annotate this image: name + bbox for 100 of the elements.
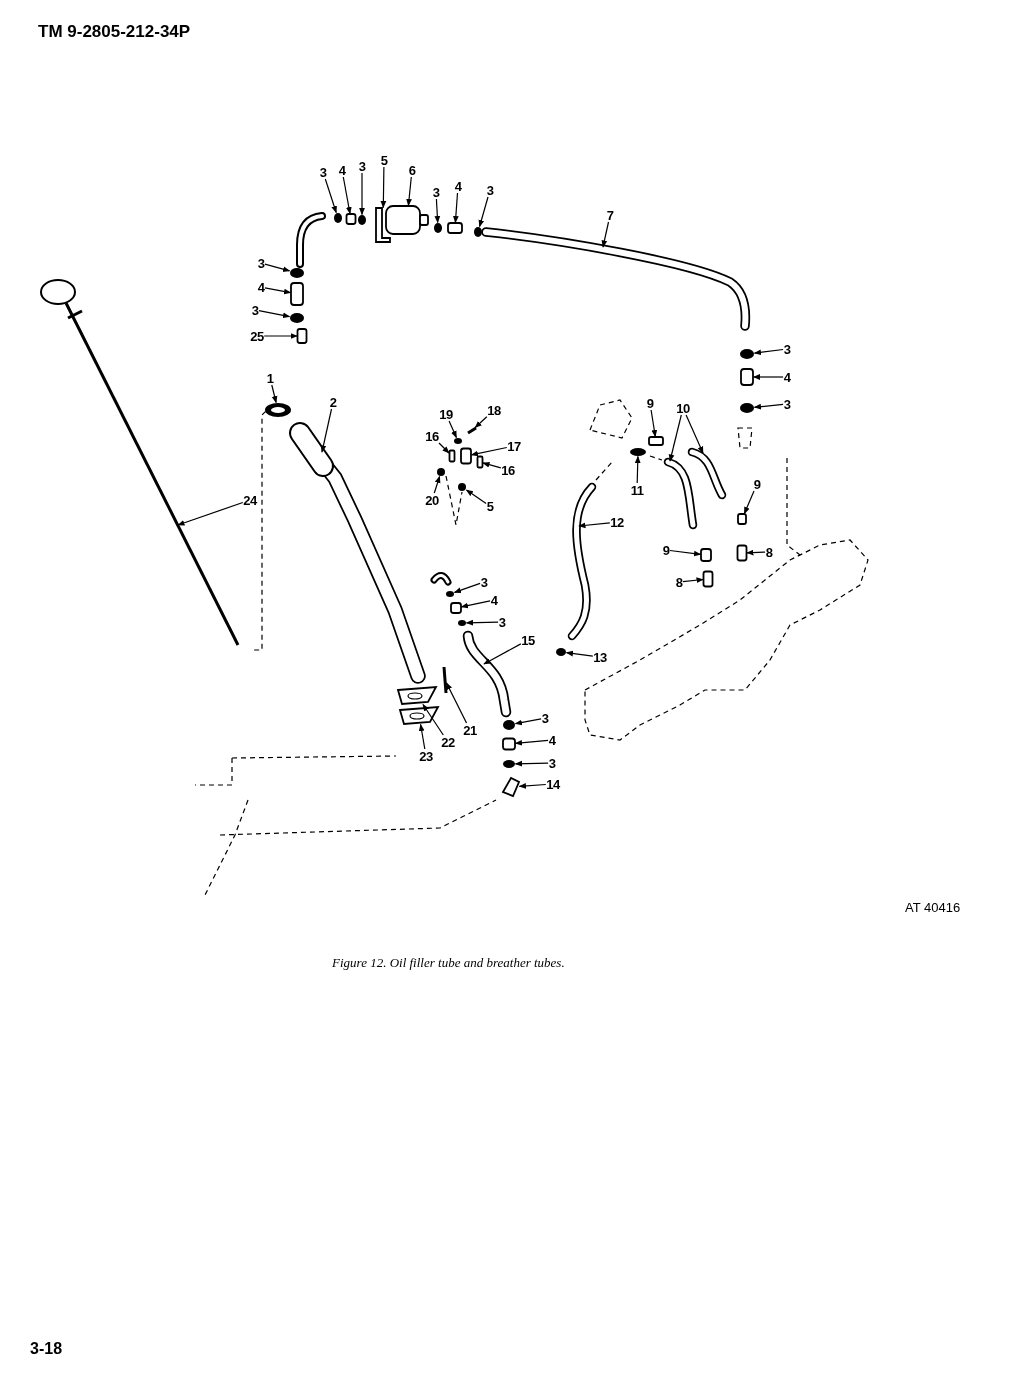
leader-line [514,760,549,767]
ring-drawing [290,313,304,323]
leader-line [453,192,459,224]
tube-drawing [567,482,597,641]
leader-line [406,176,412,207]
leader-line [258,310,291,319]
leader-line [320,408,333,453]
leader-line [470,446,508,457]
ring-drawing [474,227,482,237]
elbow-drawing [501,776,521,798]
leader-line [448,420,457,439]
leader-line [685,414,704,454]
leader-line [418,723,426,750]
clamp-drawing [375,207,391,243]
callout-number: 9 [753,477,761,491]
tube-drawing [481,227,751,331]
callout-number: 4 [257,280,265,294]
leader-line [453,582,481,593]
gasket-drawing [265,403,291,417]
callout-number: 12 [610,515,624,529]
callout-number: 17 [507,439,521,453]
callout-number: 4 [338,163,346,177]
callout-number: 9 [662,543,670,557]
leader-line [264,263,291,272]
coupling-drawing [740,368,754,386]
callout-number: 24 [243,493,257,507]
callout-number: 4 [548,733,556,747]
callout-number: 25 [250,329,264,343]
callout-number: 4 [490,593,498,607]
leader-line [433,475,441,494]
callout-number: 3 [480,575,488,589]
coupling-drawing [700,548,712,562]
leader-line [634,455,641,484]
leader-line [514,739,549,746]
leader-line [514,718,542,726]
leader-line [578,522,611,529]
coupling-drawing [296,328,308,344]
leader-line [682,577,704,584]
leader-line [460,600,491,609]
leader-line [434,198,441,224]
figure-code: AT 40416 [905,900,961,915]
leader-line [271,384,278,404]
flange-drawing [396,685,438,705]
coupling-drawing [648,436,664,446]
callout-number: 4 [783,370,791,384]
callout-number: 23 [419,749,433,763]
leader-line [483,643,522,665]
ring-drawing [434,223,442,233]
coupling-drawing [476,455,484,469]
leader-line [669,549,702,557]
leader-line [445,682,468,724]
ring-drawing [630,448,646,456]
page-number: 3-18 [30,1340,63,1358]
leader-line [324,178,337,214]
leader-line [438,442,450,454]
ring-drawing [740,403,754,413]
callout-number: 3 [498,615,506,629]
callout-number: 2 [329,395,337,409]
bolt-drawing [467,426,477,435]
ring-drawing [437,468,445,476]
ring-drawing [503,760,515,768]
coupling-drawing [736,544,748,562]
callout-number: 7 [606,208,614,222]
callout-number: 3 [432,185,440,199]
leader-line [482,461,502,469]
callout-number: 4 [454,179,462,193]
leader-line [177,501,244,526]
leader-line [465,619,499,626]
callout-number: 14 [546,777,560,791]
callout-number: 8 [675,575,683,589]
leader-line [752,374,784,380]
callout-number: 20 [425,493,439,507]
ring-drawing [458,483,466,491]
coupling-drawing [450,602,462,614]
figure-caption: Figure 12. Oil filler tube and breather tubes. [332,955,565,971]
tube-drawing [462,630,512,718]
tube-drawing [289,422,426,684]
leader-line [380,166,387,209]
ring-drawing [556,648,566,656]
leader-line [650,409,658,438]
leader-line [565,650,594,657]
document-number: TM 9-2805-212-34P [38,22,191,42]
ring-drawing [358,215,366,225]
ring-drawing [290,268,304,278]
tube-drawing [687,447,727,500]
callout-number: 3 [251,303,259,317]
callout-number: 8 [765,545,773,559]
callout-number: 3 [783,342,791,356]
coupling-drawing [702,570,714,588]
leader-line [746,549,766,556]
ring-drawing [446,591,454,597]
coupling-drawing [345,213,357,225]
leader-line [342,176,352,215]
coupling-drawing [502,737,516,751]
callout-number: 10 [676,401,690,415]
callout-number: 3 [783,397,791,411]
callout-number: 3 [486,183,494,197]
leader-line [743,490,755,515]
callout-number: 16 [501,463,515,477]
callout-number: 5 [380,153,388,167]
